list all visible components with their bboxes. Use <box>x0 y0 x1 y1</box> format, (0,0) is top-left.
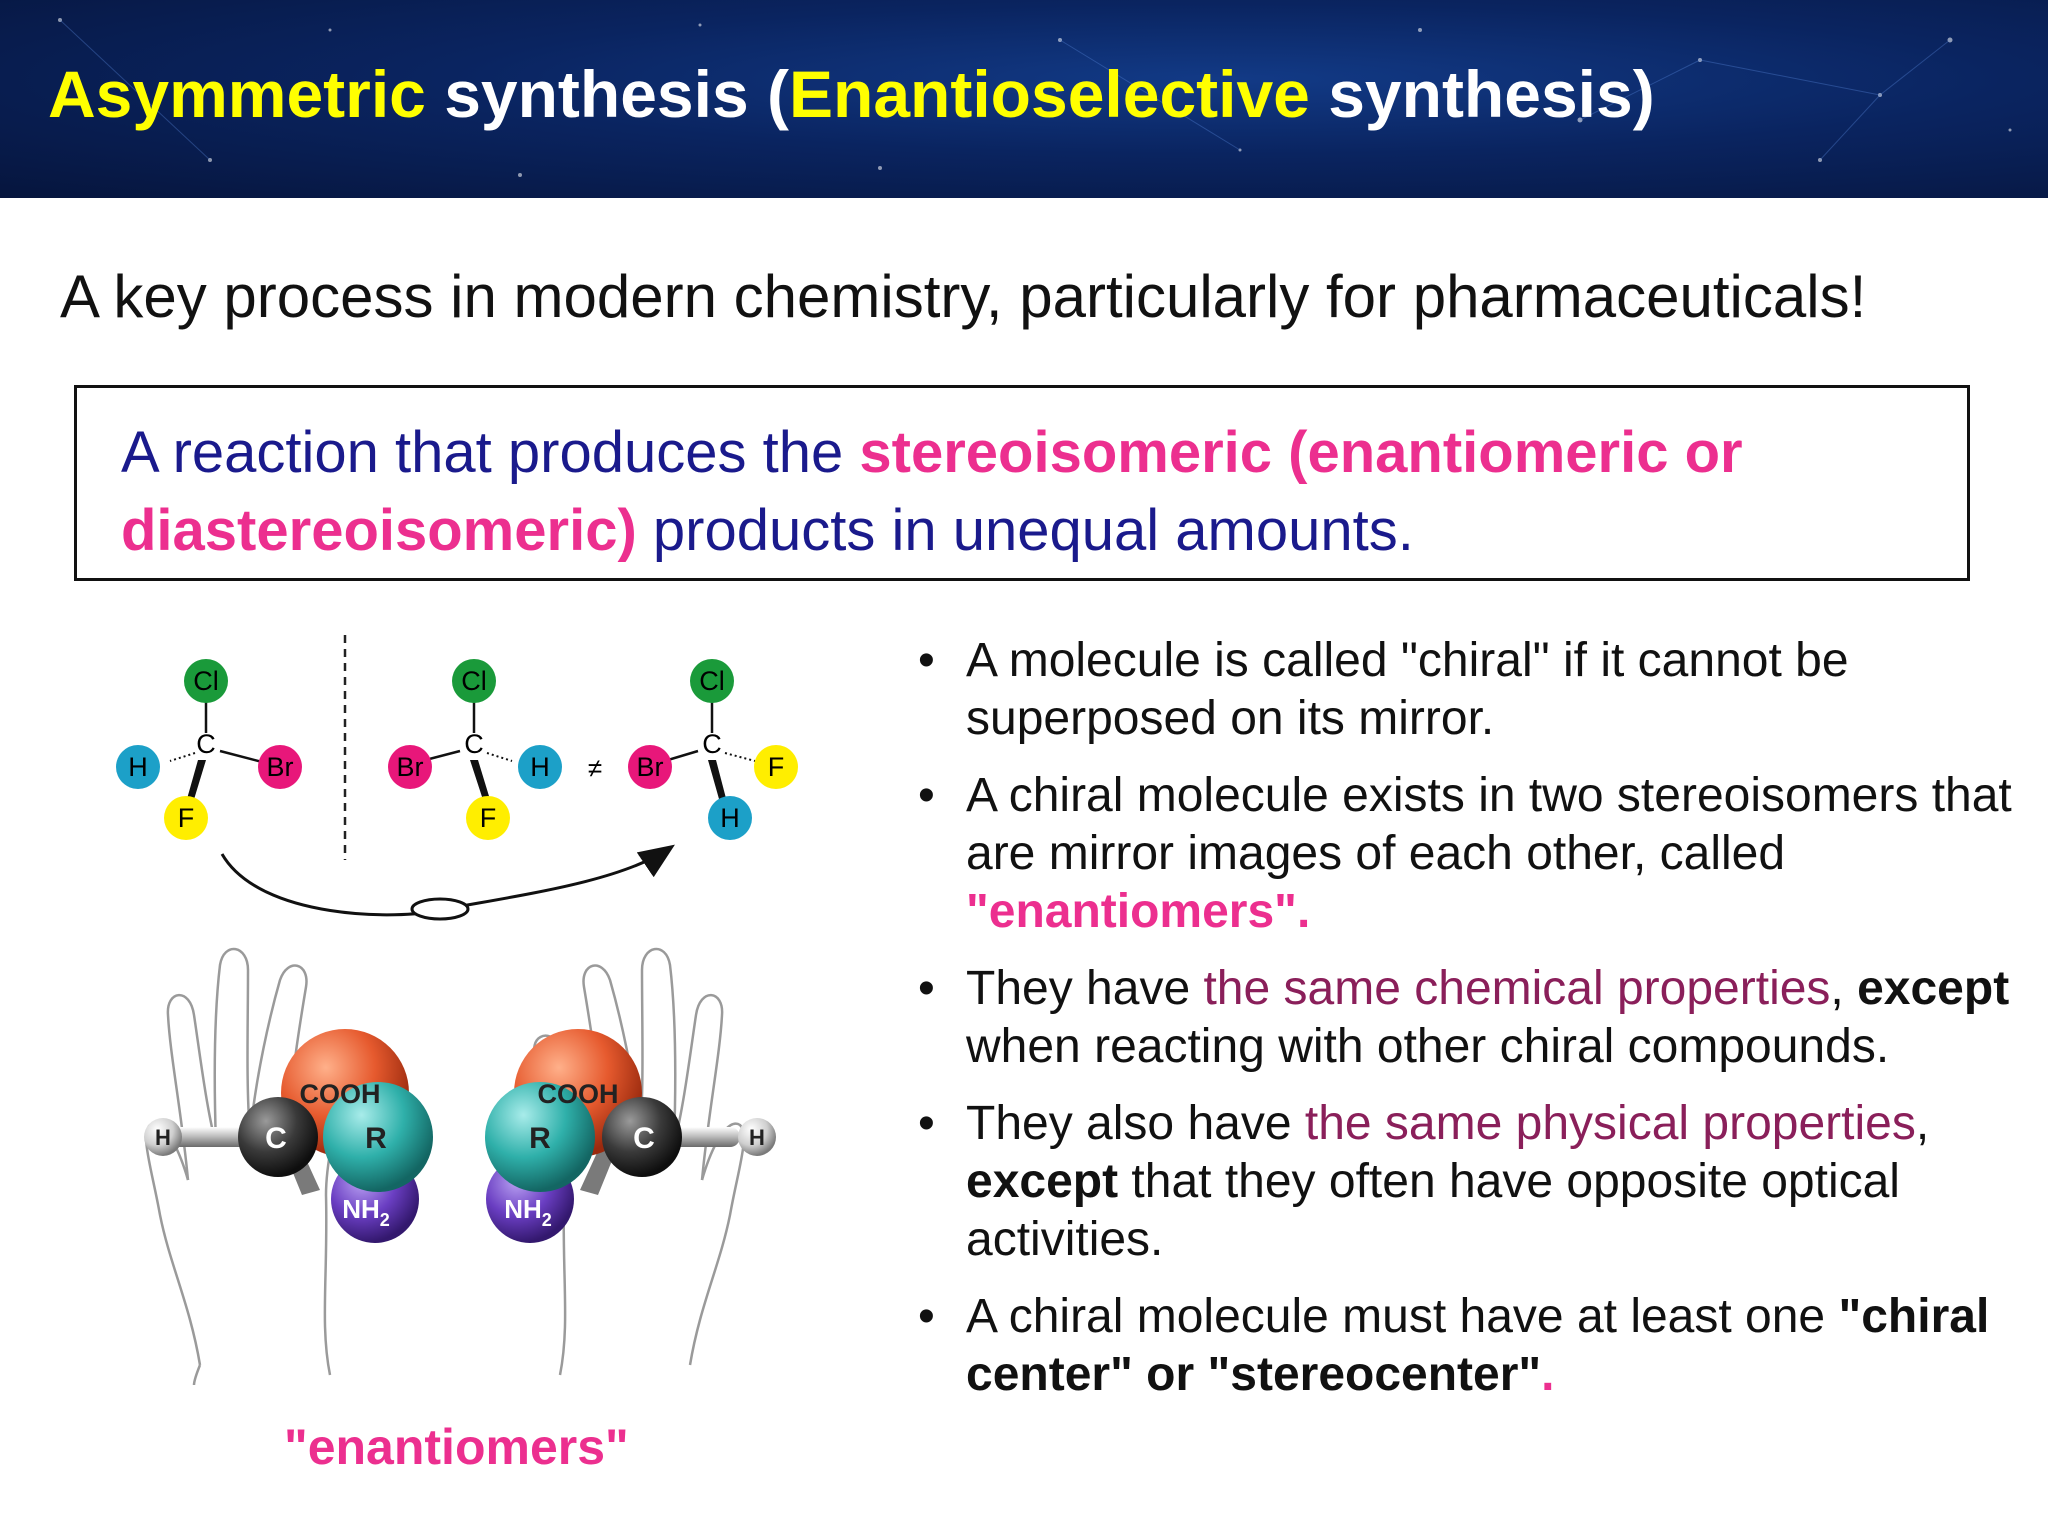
atom-c: C <box>702 729 722 759</box>
title-text: synthesis ( <box>425 57 789 131</box>
bullet-chemical-properties: They have the same chemical properties, … <box>918 960 2018 1076</box>
star-background <box>58 18 2012 177</box>
bullet-highlight: "enantiomers". <box>966 885 1311 938</box>
bullet-list: A molecule is called "chiral" if it cann… <box>918 632 2018 1423</box>
atom-f: F <box>480 803 497 833</box>
subtitle: A key process in modern chemistry, parti… <box>60 263 1867 330</box>
bullet-text: when reacting with other chiral compound… <box>966 1020 1890 1073</box>
nh2-label: NH2 <box>504 1194 552 1230</box>
title-text-end: synthesis) <box>1309 57 1655 131</box>
definition-highlight: stereoisomeric (enantiomeric or diastere… <box>121 420 1743 563</box>
atom-h: H <box>530 752 550 782</box>
bullet-period: . <box>1541 1348 1555 1401</box>
nh-text: NH <box>342 1194 380 1224</box>
r-label: R <box>529 1122 551 1155</box>
atom-cl: Cl <box>461 666 487 696</box>
atom-br: Br <box>397 752 424 782</box>
bullet-text: A molecule is called "chiral" if it cann… <box>966 634 1849 745</box>
bullet-chiral-definition: A molecule is called "chiral" if it cann… <box>918 632 2018 748</box>
h-label: H <box>749 1125 765 1150</box>
title-highlight-enantioselective: Enantioselective <box>789 57 1310 131</box>
atom-h: H <box>720 803 740 833</box>
molecule-2: Cl C Br H F <box>388 659 562 840</box>
atom-cl: Cl <box>193 666 219 696</box>
enantiomers-caption: "enantiomers" <box>284 1419 629 1475</box>
nh2-label: NH2 <box>342 1194 390 1230</box>
bullet-chiral-center: A chiral molecule must have at least one… <box>918 1288 2018 1404</box>
definition-part-end: products in unequal amounts. <box>636 498 1414 563</box>
definition-text: A reaction that produces the stereoisome… <box>121 414 1941 570</box>
definition-part: A reaction that produces the <box>121 420 860 485</box>
title-highlight-asymmetric: Asymmetric <box>48 57 426 131</box>
left-hand-outline <box>144 947 357 1385</box>
atom-c: C <box>196 729 216 759</box>
atom-br: Br <box>267 752 294 782</box>
atom-br: Br <box>637 752 664 782</box>
bullet-text: They have <box>966 962 1204 1015</box>
definition-box: A reaction that produces the stereoisome… <box>74 385 1970 581</box>
c-label: C <box>265 1122 287 1155</box>
nh-text: NH <box>504 1194 542 1224</box>
atom-c: C <box>464 729 484 759</box>
cooh-label: COOH <box>300 1079 381 1109</box>
molecule-3: Cl C Br F H <box>628 659 798 840</box>
atom-h: H <box>128 752 148 782</box>
atom-f: F <box>768 752 785 782</box>
bullet-highlight: the same physical properties <box>1304 1097 1916 1150</box>
bullet-text: A chiral molecule exists in two stereois… <box>966 769 2012 880</box>
slide-title: Asymmetric synthesis (Enantioselective s… <box>48 56 1655 132</box>
rotation-axis-ellipse <box>410 897 470 921</box>
bullet-enantiomers: A chiral molecule exists in two stereois… <box>918 767 2018 941</box>
bullet-text: , <box>1915 1097 1930 1150</box>
hands-enantiomer-illustration: COOH H C R NH2 COOH H C R NH2 <box>144 947 776 1385</box>
r-label: R <box>365 1122 387 1155</box>
bullet-bold: except <box>1857 962 2010 1015</box>
subscript-2: 2 <box>380 1210 390 1230</box>
bullet-bold: except <box>966 1155 1119 1208</box>
title-banner: Asymmetric synthesis (Enantioselective s… <box>0 0 2048 198</box>
right-ball-and-stick-model: COOH H C R NH2 <box>485 1029 776 1243</box>
not-equal-sign: ≠ <box>588 753 602 783</box>
c-label: C <box>633 1122 655 1155</box>
atom-cl: Cl <box>699 666 725 696</box>
h-label: H <box>155 1125 171 1150</box>
bullet-physical-properties: They also have the same physical propert… <box>918 1095 2018 1269</box>
bullet-text: A chiral molecule must have at least one <box>966 1290 1839 1343</box>
chirality-molecule-diagram: Cl C H Br F Cl C Br H F ≠ Cl C Br F H <box>116 635 798 921</box>
atom-f: F <box>178 803 195 833</box>
bullet-highlight: the same chemical properties <box>1203 962 1831 1015</box>
bullet-bold: "chiral center" or "stereocenter" <box>966 1290 1990 1401</box>
bullet-text: They also have <box>966 1097 1305 1150</box>
molecule-1: Cl C H Br F <box>116 659 302 840</box>
left-ball-and-stick-model: COOH H C R NH2 <box>144 1029 433 1243</box>
bullet-text: , <box>1830 962 1858 1015</box>
cooh-label: COOH <box>538 1079 619 1109</box>
bullet-text: that they often have opposite optical ac… <box>966 1155 1900 1266</box>
subscript-2: 2 <box>542 1210 552 1230</box>
